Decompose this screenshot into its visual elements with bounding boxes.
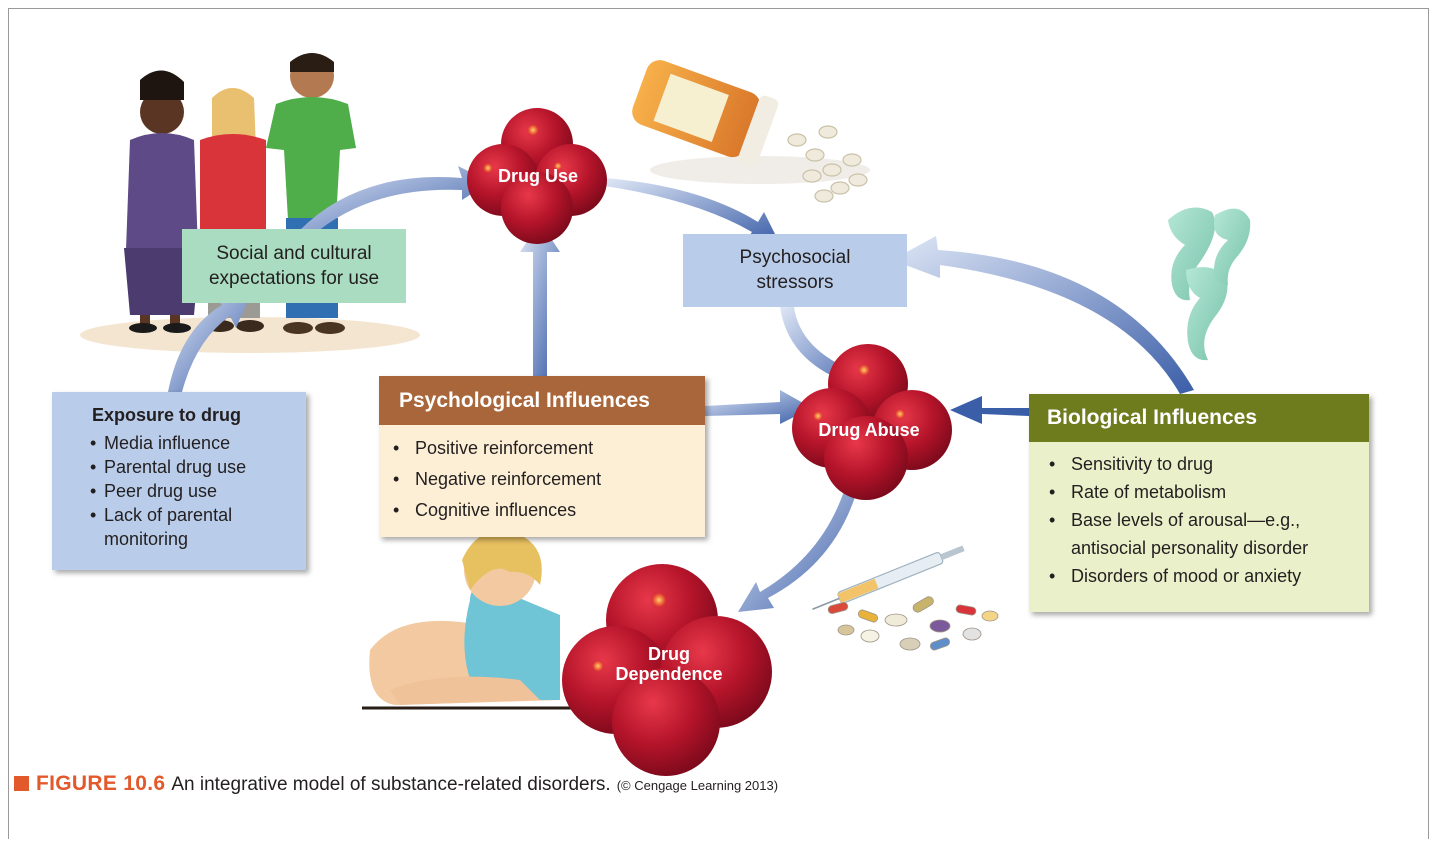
arrow-psych-to-abuse	[705, 390, 812, 424]
caption-label: FIGURE 10.6	[36, 772, 166, 795]
psychosocial-stressors-box: Psychosocial stressors	[683, 234, 907, 307]
exposure-list: Media influence Parental drug use Peer d…	[90, 431, 306, 527]
exposure-item: Parental drug use	[90, 455, 306, 479]
caption-credit: (© Cengage Learning 2013)	[616, 778, 779, 793]
exposure-title: Exposure to drug	[92, 405, 242, 425]
psychosocial-stressors-line1: Psychosocial	[739, 247, 851, 268]
psychological-list: Positive reinforcement Negative reinforc…	[379, 425, 705, 526]
psychological-influences-title: Psychological Influences	[379, 376, 705, 425]
social-cultural-line2: expectations for use	[208, 268, 380, 289]
drug-abuse-node	[792, 344, 952, 500]
exposure-box: Exposure to drug Media influence Parenta…	[52, 392, 306, 570]
drug-dependence-node	[562, 564, 772, 776]
arrow-psych-to-druguse	[520, 222, 560, 376]
woman-injecting-illustration	[362, 530, 640, 710]
psychological-item: Negative reinforcement	[393, 464, 705, 495]
drug-use-node	[467, 108, 607, 244]
three-people-illustration	[80, 53, 420, 353]
social-cultural-box: Social and cultural expectations for use	[182, 229, 406, 303]
biological-influences-box: Biological Influences Sensitivity to dru…	[1029, 394, 1369, 612]
social-cultural-line1: Social and cultural	[216, 243, 372, 264]
biological-influences-title: Biological Influences	[1029, 394, 1369, 442]
exposure-item: Lack of parental	[90, 503, 306, 527]
exposure-item: Media influence	[90, 431, 306, 455]
psychological-item: Cognitive influences	[393, 495, 705, 526]
exposure-item: Peer drug use	[90, 479, 306, 503]
arrow-social-to-druguse	[300, 166, 490, 236]
psychological-influences-box: Psychological Influences Positive reinfo…	[379, 376, 705, 537]
exposure-item-continuation: monitoring	[104, 529, 189, 549]
drug-use-label: Drug Use	[497, 166, 578, 186]
drug-abuse-label: Drug Abuse	[818, 420, 920, 440]
drug-dependence-label: Drug Dependence	[604, 644, 734, 684]
drug-dependence-label-line1: Drug	[648, 644, 690, 664]
chromosome-illustration	[1168, 207, 1251, 361]
arrow-exposure-to-social	[168, 296, 248, 392]
caption-square-icon	[14, 776, 29, 791]
biological-item: Sensitivity to drug	[1049, 450, 1369, 478]
biological-item: Disorders of mood or anxiety	[1049, 562, 1369, 590]
psychological-item: Positive reinforcement	[393, 433, 705, 464]
biological-item: Base levels of arousal—e.g.,	[1049, 506, 1369, 534]
biological-list: Sensitivity to drug Rate of metabolism B…	[1029, 442, 1369, 590]
caption-text: An integrative model of substance-relate…	[171, 774, 611, 795]
biological-item: Rate of metabolism	[1049, 478, 1369, 506]
arrow-bio-to-stressors	[892, 236, 1194, 394]
syringe-and-pills-illustration	[812, 545, 999, 651]
drug-dependence-label-line2: Dependence	[615, 664, 723, 684]
biological-item-continuation: antisocial personality disorder	[1071, 538, 1309, 558]
arrow-bio-to-abuse	[950, 396, 1029, 424]
pill-bottle-illustration	[632, 60, 870, 203]
psychosocial-stressors-line2: stressors	[756, 272, 834, 293]
